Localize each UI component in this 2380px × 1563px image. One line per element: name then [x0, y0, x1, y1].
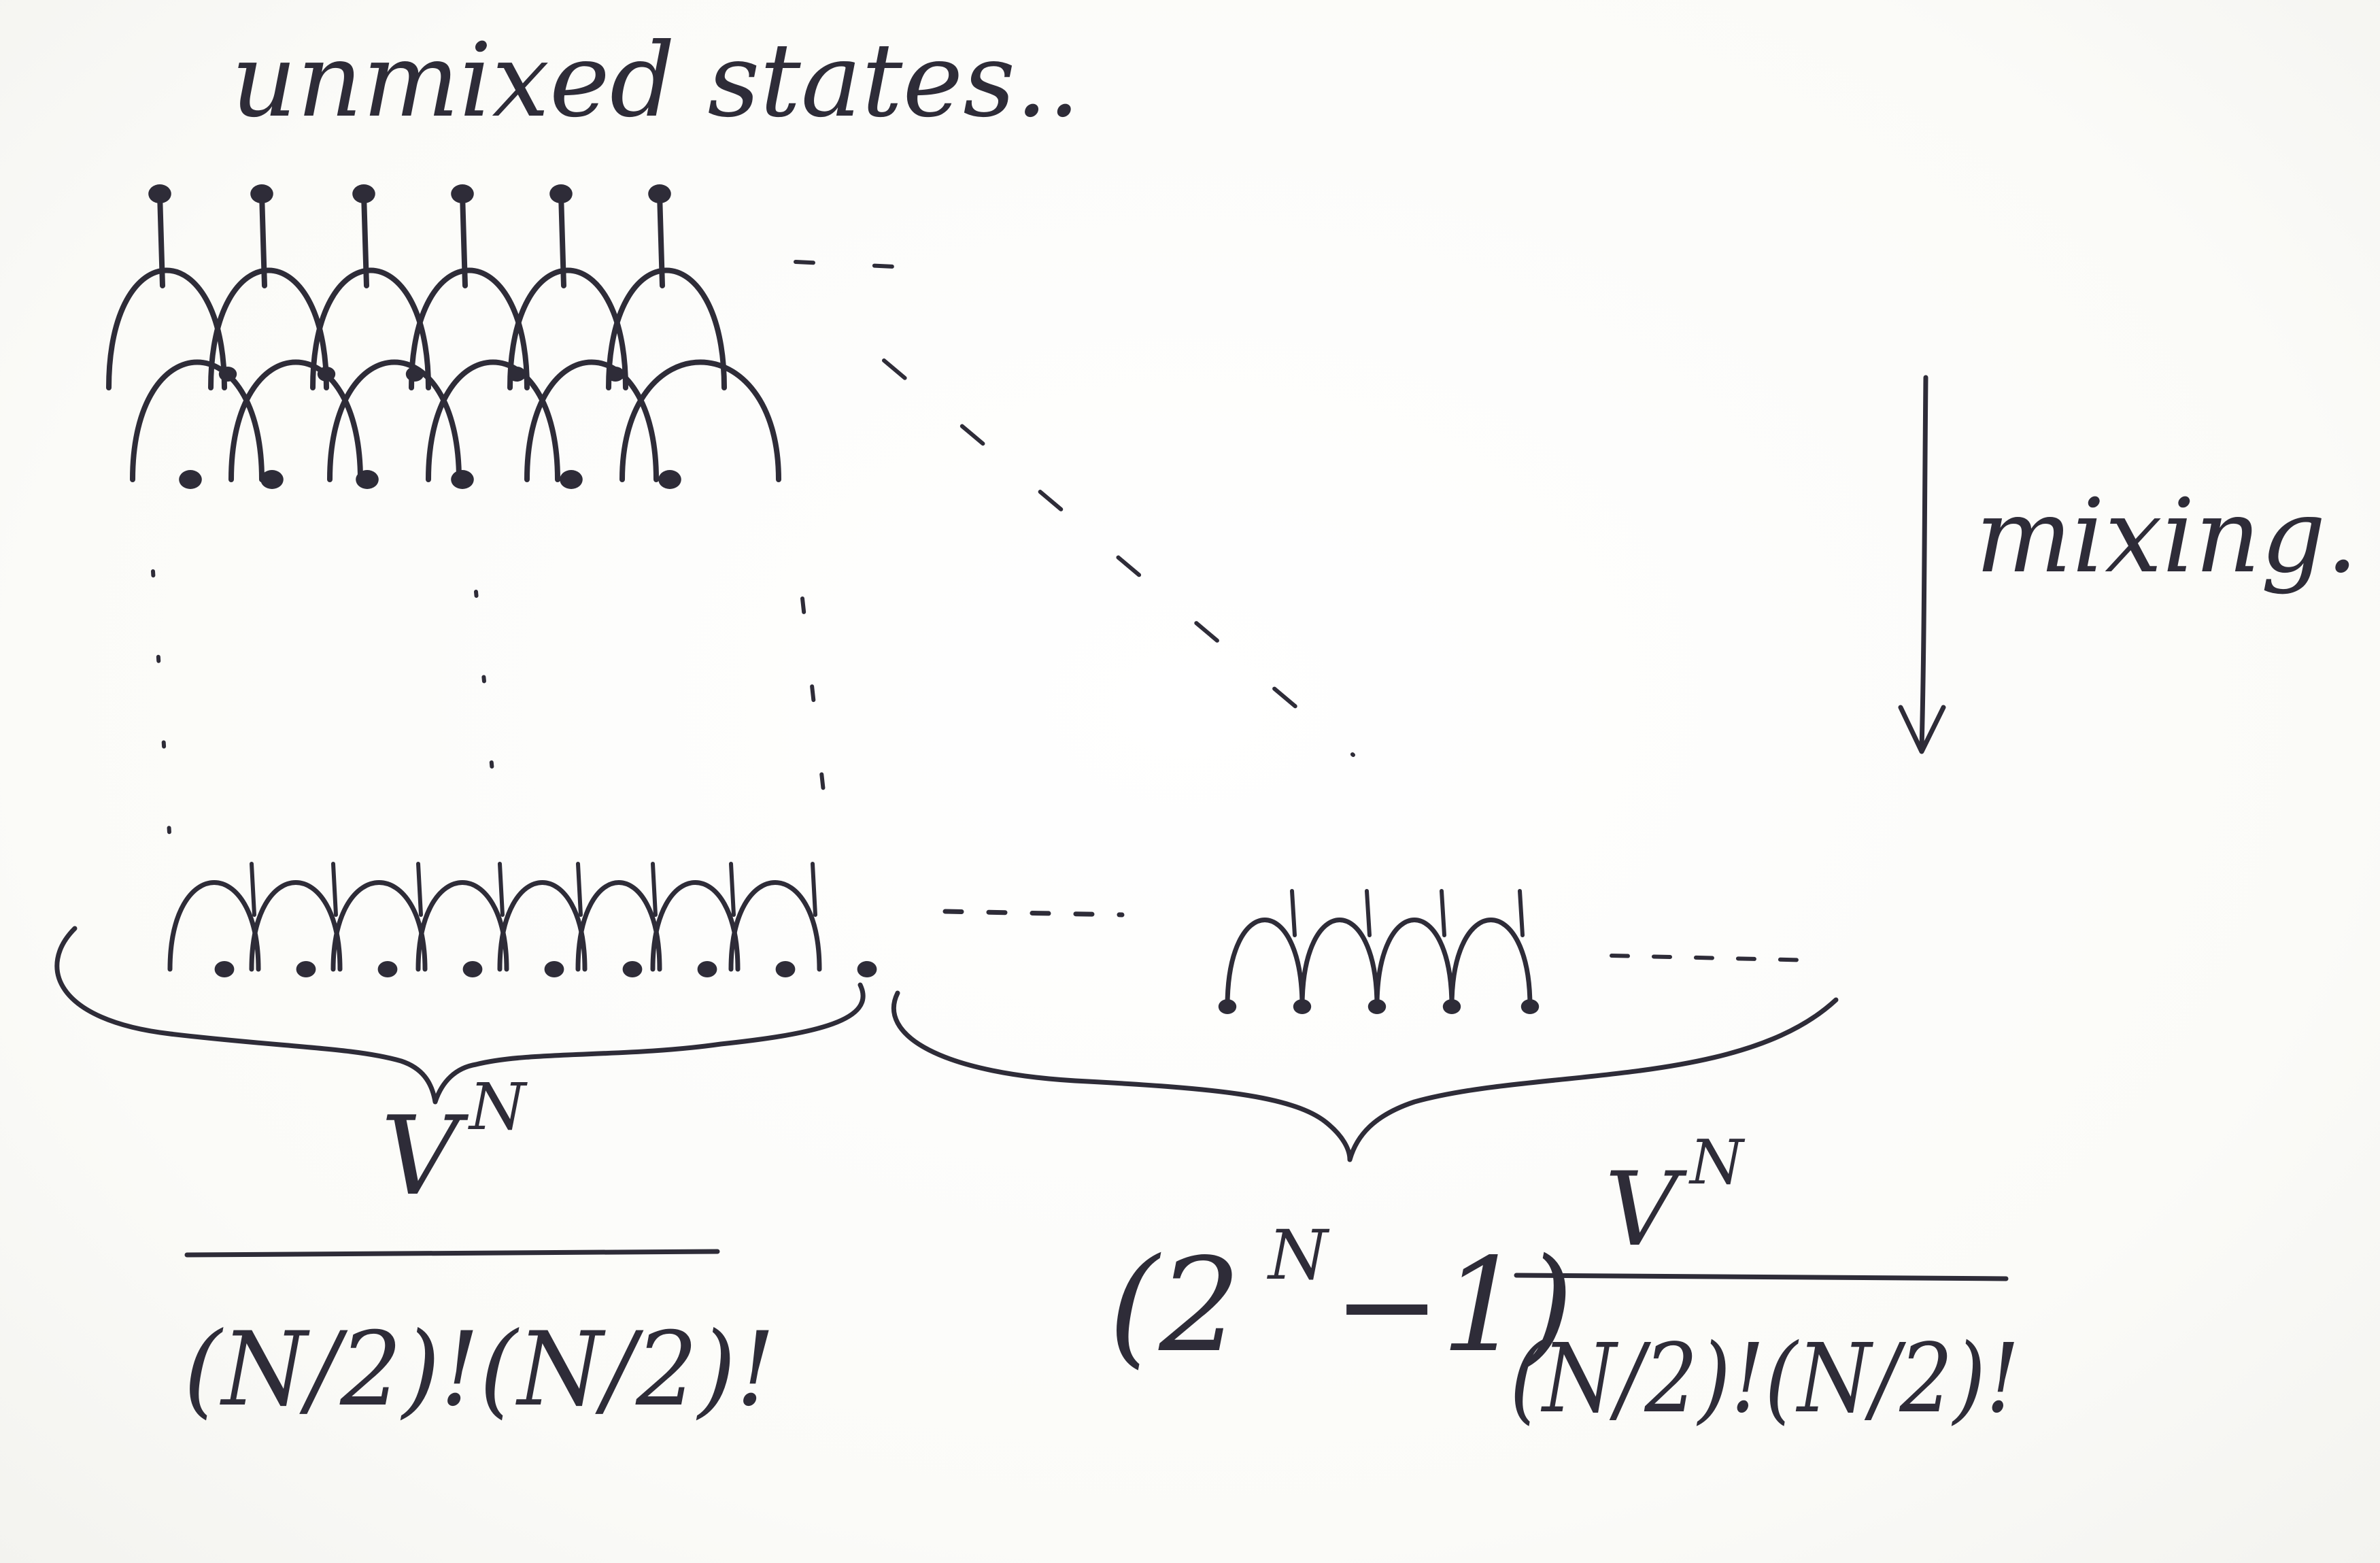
mixed-right-stem	[1290, 889, 1297, 937]
mixed-left-dot	[622, 961, 643, 977]
chain-connector-dots	[942, 909, 1125, 918]
unmixed-top-arch	[507, 267, 628, 390]
unmixed-chain	[106, 184, 781, 489]
unmixed-junction-dot	[658, 470, 681, 489]
unmixed-bottom-arch	[130, 359, 265, 482]
right-numerator-exp: N	[1688, 1127, 1746, 1198]
mixed-left-dot	[544, 961, 564, 977]
unmixed-junction-dot	[179, 470, 202, 489]
mixed-left-arch	[167, 880, 261, 972]
unmixed-junction-dot	[356, 470, 379, 489]
unmixed-mid-dot	[507, 367, 526, 382]
mixed-left-stem	[729, 862, 736, 917]
mixed-left-stem	[498, 862, 505, 917]
unmixed-junction-dot	[260, 470, 284, 489]
mixed-left-arch	[650, 880, 741, 972]
mixed-left-dot	[775, 961, 796, 977]
right-fraction-bar	[1514, 1273, 2009, 1281]
mixed-left-stem	[250, 862, 256, 917]
mixed-left-stem	[576, 862, 583, 917]
unmixed-mid-dot	[317, 367, 336, 382]
unmixed-mid-dot	[218, 367, 237, 382]
mixed-right-dot	[1442, 999, 1461, 1014]
unmixed-bottom-arch	[426, 359, 560, 482]
guide-line-left	[151, 569, 172, 845]
right-brace	[891, 990, 1839, 1162]
mixed-left-arch	[728, 880, 822, 972]
unmixed-bottom-arch	[327, 359, 462, 482]
mixed-right-arch	[1374, 918, 1455, 1009]
right-prefix-open: (2	[1108, 1230, 1241, 1381]
mixed-left-stem	[811, 862, 817, 917]
unmixed-mid-dot	[405, 367, 424, 382]
mixed-left-dot	[214, 961, 235, 977]
mixed-left-stem	[331, 862, 338, 917]
unmixed-top-arch	[409, 267, 530, 390]
mixed-right-arch	[1449, 918, 1533, 1009]
mixed-right-arch	[1299, 918, 1380, 1009]
unmixed-junction-dot	[451, 470, 474, 489]
unmixed-top-arch	[606, 267, 727, 390]
left-numerator-exp: N	[468, 1070, 528, 1145]
mixing-label: mixing.	[1975, 477, 2358, 596]
mixed-left-stem	[651, 862, 658, 917]
title-unmixed-states: unmixed states..	[231, 22, 1081, 140]
mixed-left-dot	[697, 961, 717, 977]
guide-line-middle	[474, 590, 498, 818]
mixed-right-stem	[1440, 889, 1446, 937]
mixed-left-dot	[462, 961, 483, 977]
unmixed-bottom-arch	[619, 359, 781, 482]
mixed-chain-left	[167, 862, 877, 977]
unmixed-top-arch	[106, 267, 227, 390]
right-numerator-base: V	[1605, 1151, 1688, 1269]
right-prefix-exp: N	[1267, 1215, 1330, 1295]
unmixed-head-dot	[250, 184, 273, 203]
unmixed-head-dot	[451, 184, 474, 203]
guide-lines	[151, 260, 1355, 845]
unmixed-top-arch	[310, 267, 431, 390]
mixed-right-dot	[1218, 999, 1237, 1014]
mixed-left-dot	[296, 961, 316, 977]
unmixed-head-dot	[549, 184, 573, 203]
chain-trailing-dots	[1610, 954, 1818, 962]
unmixed-head-dot	[648, 184, 671, 203]
mixed-left-stem	[416, 862, 423, 917]
right-prefix-close: −1)	[1333, 1230, 1574, 1381]
mixed-right-dot	[1367, 999, 1387, 1014]
guide-line-right	[800, 596, 828, 818]
mixed-left-arch	[330, 880, 428, 972]
guide-line-top-trailing	[794, 260, 937, 271]
unmixed-junction-dot	[560, 470, 583, 489]
unmixed-bottom-arch	[228, 359, 363, 482]
mixed-right-dot	[1520, 999, 1540, 1014]
mixed-left-arch	[497, 880, 588, 972]
unmixed-head-dot	[148, 184, 171, 203]
unmixed-mid-dot	[606, 367, 625, 382]
left-brace	[54, 926, 866, 1105]
mixed-left-arch	[415, 880, 509, 972]
mixed-left-dot	[857, 961, 877, 977]
mixed-right-stem	[1365, 889, 1372, 937]
left-denominator: (N/2)!(N/2)!	[184, 1311, 775, 1429]
left-numerator-base: V	[381, 1092, 469, 1220]
mixed-right-dot	[1293, 999, 1312, 1014]
left-fraction-bar	[184, 1249, 720, 1258]
mixed-chain-right	[1218, 889, 1540, 1014]
unmixed-head-dot	[352, 184, 375, 203]
mixed-left-arch	[249, 880, 343, 972]
mixed-left-dot	[377, 961, 398, 977]
guide-line-diagonal	[882, 358, 1355, 757]
unmixed-bottom-arch	[524, 359, 659, 482]
mixed-left-arch	[575, 880, 662, 972]
mixed-right-arch	[1225, 918, 1305, 1009]
mixed-right-stem	[1518, 889, 1525, 937]
right-denominator: (N/2)!(N/2)!	[1510, 1324, 2020, 1434]
mixing-arrow-icon	[1898, 375, 1946, 754]
